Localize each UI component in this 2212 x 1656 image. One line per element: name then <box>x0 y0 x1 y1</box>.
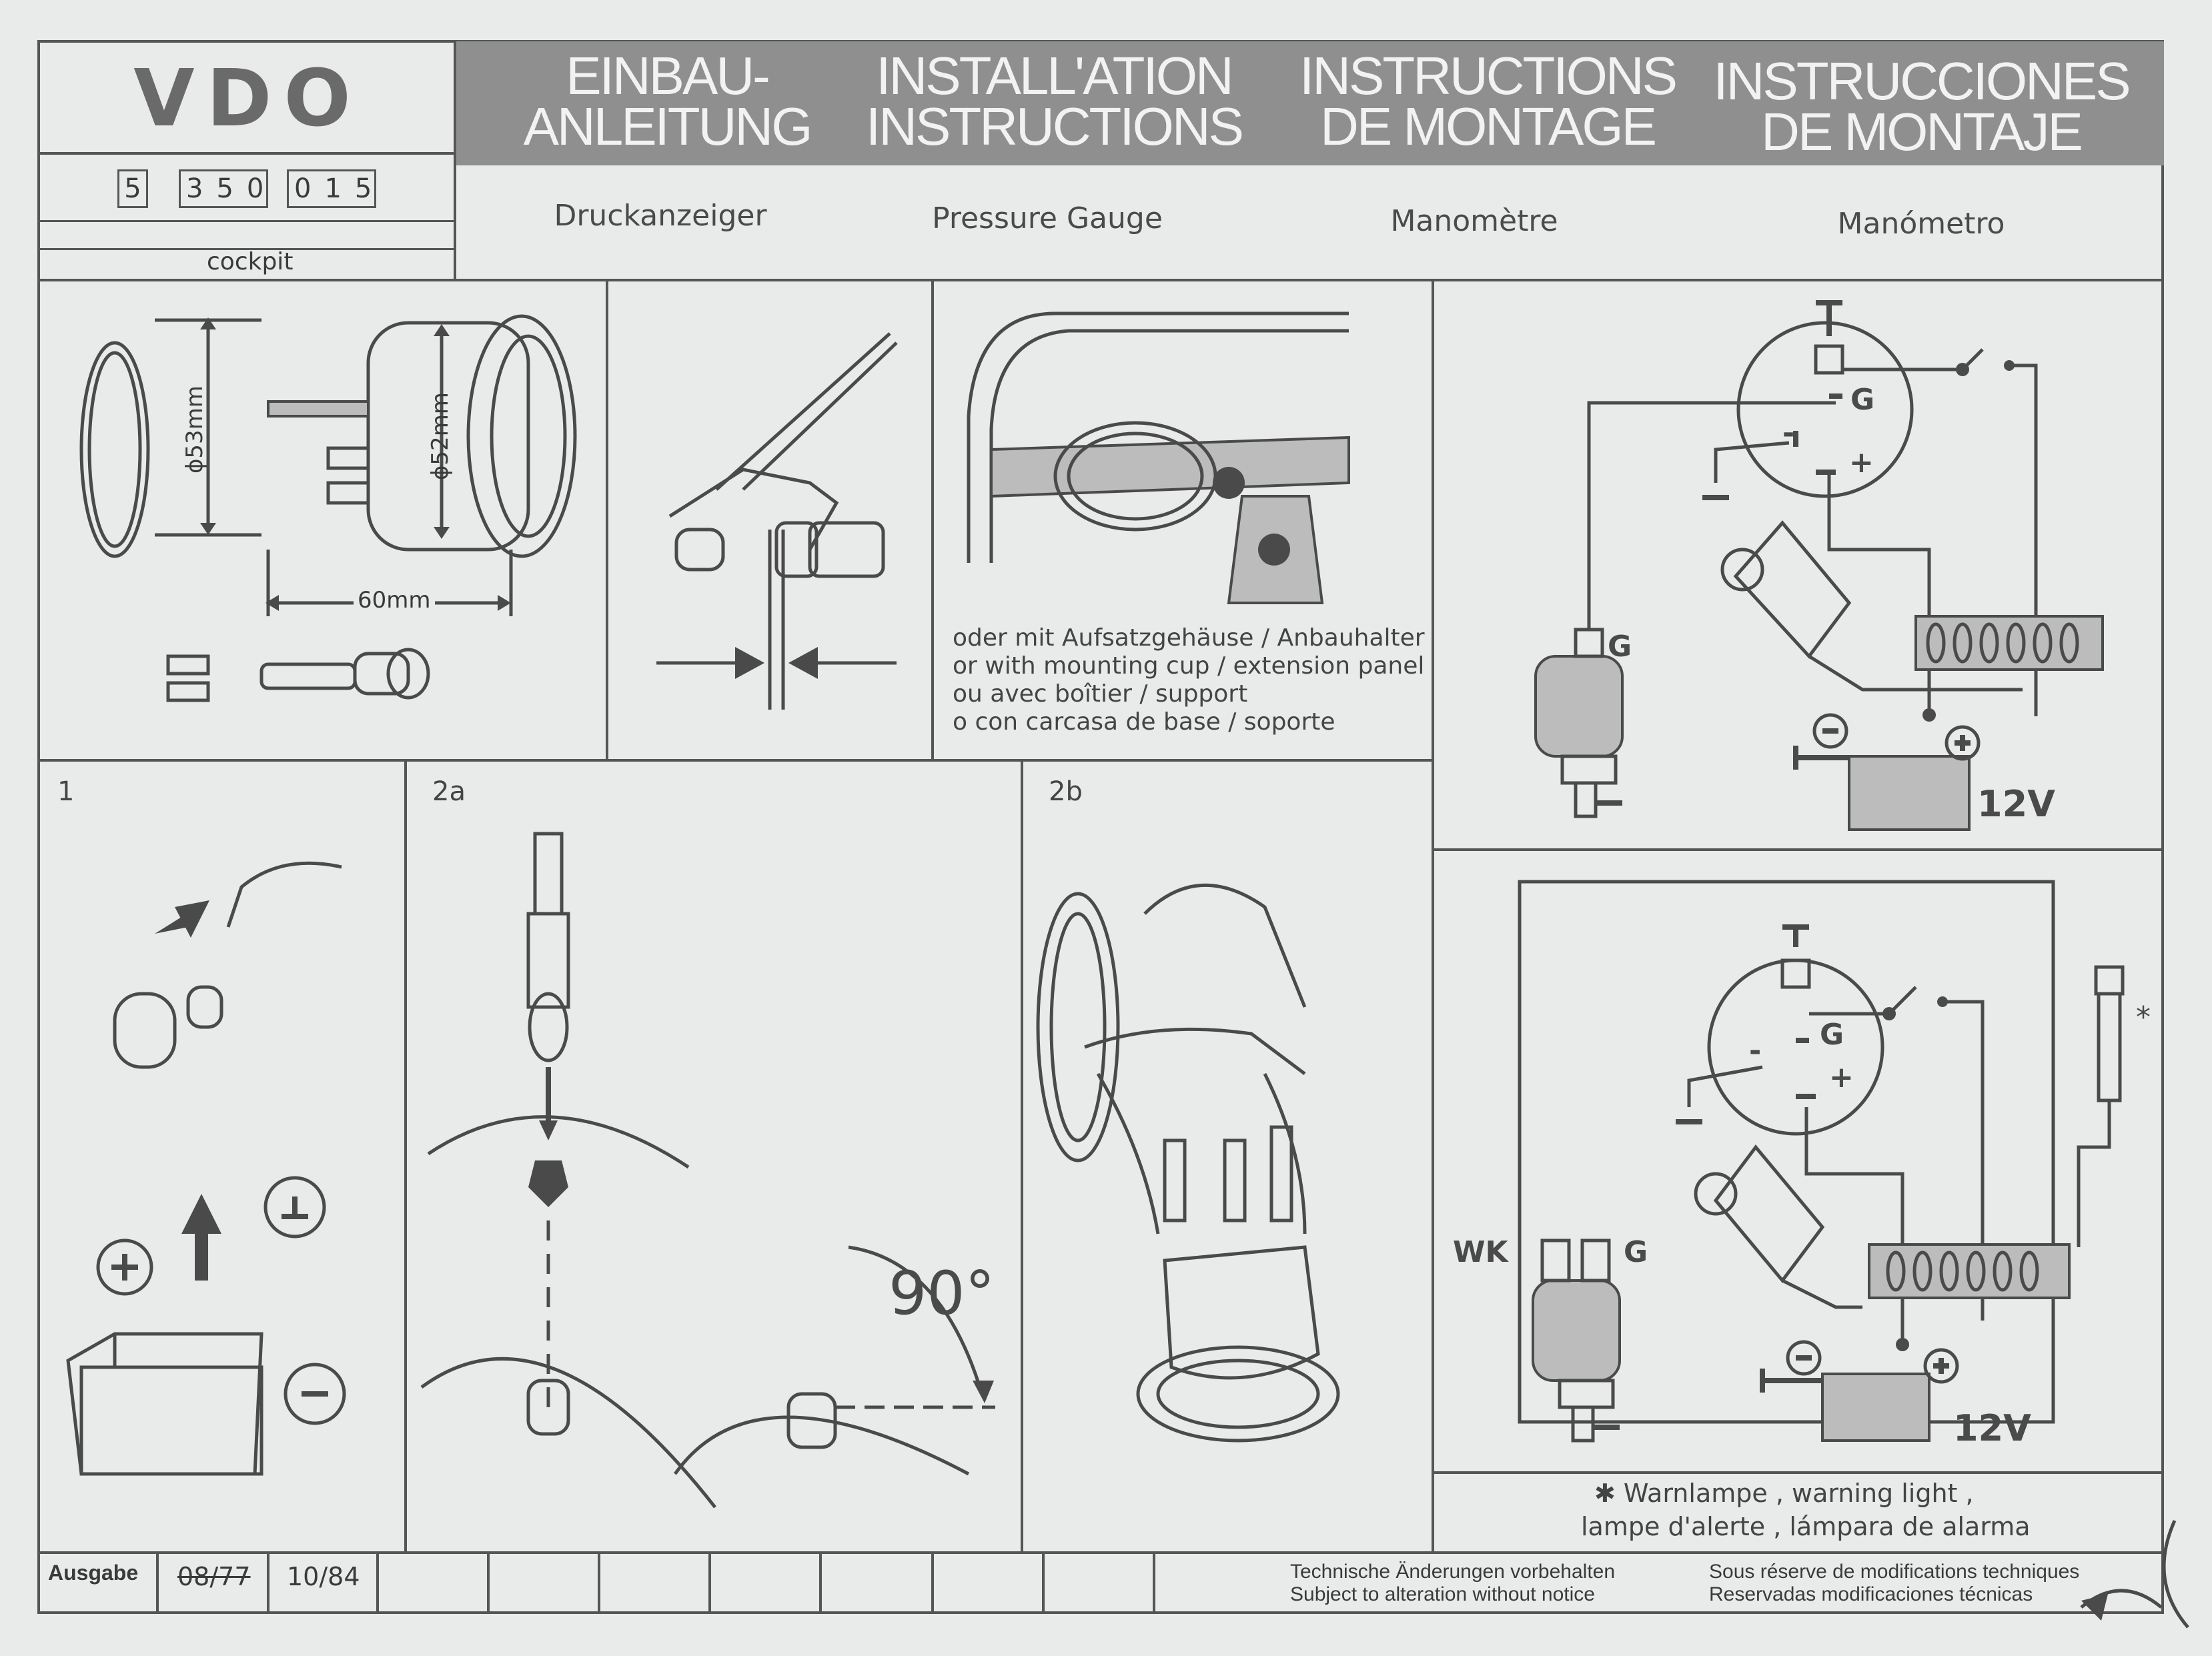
edition-label: Ausgabe <box>48 1561 139 1585</box>
svg-text:90°: 90° <box>889 1259 995 1329</box>
subtitle-es: Manómetro <box>1837 207 2005 241</box>
page-turn-arrow-icon <box>2080 1519 2189 1629</box>
wiring-diagram-bottom: G + - * WK G 12V <box>1453 880 2151 1449</box>
subtitle-en: Pressure Gauge <box>932 201 1163 235</box>
title-de: EINBAU-ANLEITUNG <box>523 46 813 156</box>
step-2b-label: 2b <box>1049 776 1083 807</box>
part-number: 5 <box>117 169 148 208</box>
svg-text:G: G <box>1624 1235 1648 1269</box>
depth-label: 60mm <box>354 587 435 614</box>
product-line: cockpit <box>207 248 294 275</box>
step-1-label: 1 <box>57 776 75 807</box>
warning-light-note: ✱ Warnlampe , warning light , lampe d'al… <box>1581 1479 2031 1541</box>
svg-text:+: + <box>1849 446 1874 480</box>
ring-diameter-label: ϕ53mm <box>181 385 208 474</box>
dimension-drawing <box>79 314 577 702</box>
gauge-diameter-label: ϕ52mm <box>427 392 454 480</box>
part-number-end: 015 <box>287 169 376 208</box>
mounting-note: oder mit Aufsatzgehäuse / Anbauhalter or… <box>953 624 1425 736</box>
battery-disconnect-drawing <box>66 861 346 1476</box>
edition-2: 10/84 <box>287 1562 360 1591</box>
step-2a-label: 2a <box>432 776 466 807</box>
bulb-insertion-drawing: 90° <box>420 832 995 1509</box>
svg-text:+: + <box>1829 1060 1854 1094</box>
svg-text:12V: 12V <box>1953 1407 2031 1449</box>
edition-1: 08/77 <box>177 1562 251 1591</box>
svg-text:-: - <box>1749 1034 1761 1068</box>
part-number-mid: 350 <box>179 169 268 208</box>
dashboard-drawing <box>967 311 1350 604</box>
svg-text:12V: 12V <box>1977 783 2055 825</box>
vdo-logo: VDO <box>133 52 363 144</box>
svg-text:G: G <box>1820 1018 1844 1052</box>
header-band <box>456 41 2164 165</box>
panel-thickness-drawing <box>656 332 898 710</box>
subtitle-de: Druckanzeiger <box>554 199 767 233</box>
notice-fr-es: Sous réserve de modifications techniques… <box>1709 1561 2080 1605</box>
svg-text:*: * <box>2136 1000 2151 1034</box>
wiring-diagram-top: G + - G 12V <box>1534 300 2104 831</box>
svg-text:VDO: VDO <box>133 52 363 144</box>
subtitle-fr: Manomètre <box>1390 204 1558 238</box>
gauge-connection-drawing <box>1036 883 1340 1443</box>
svg-text:G: G <box>1608 630 1632 664</box>
svg-text:G: G <box>1850 383 1874 417</box>
svg-text:WK: WK <box>1453 1235 1510 1269</box>
svg-text:-: - <box>1782 416 1794 450</box>
